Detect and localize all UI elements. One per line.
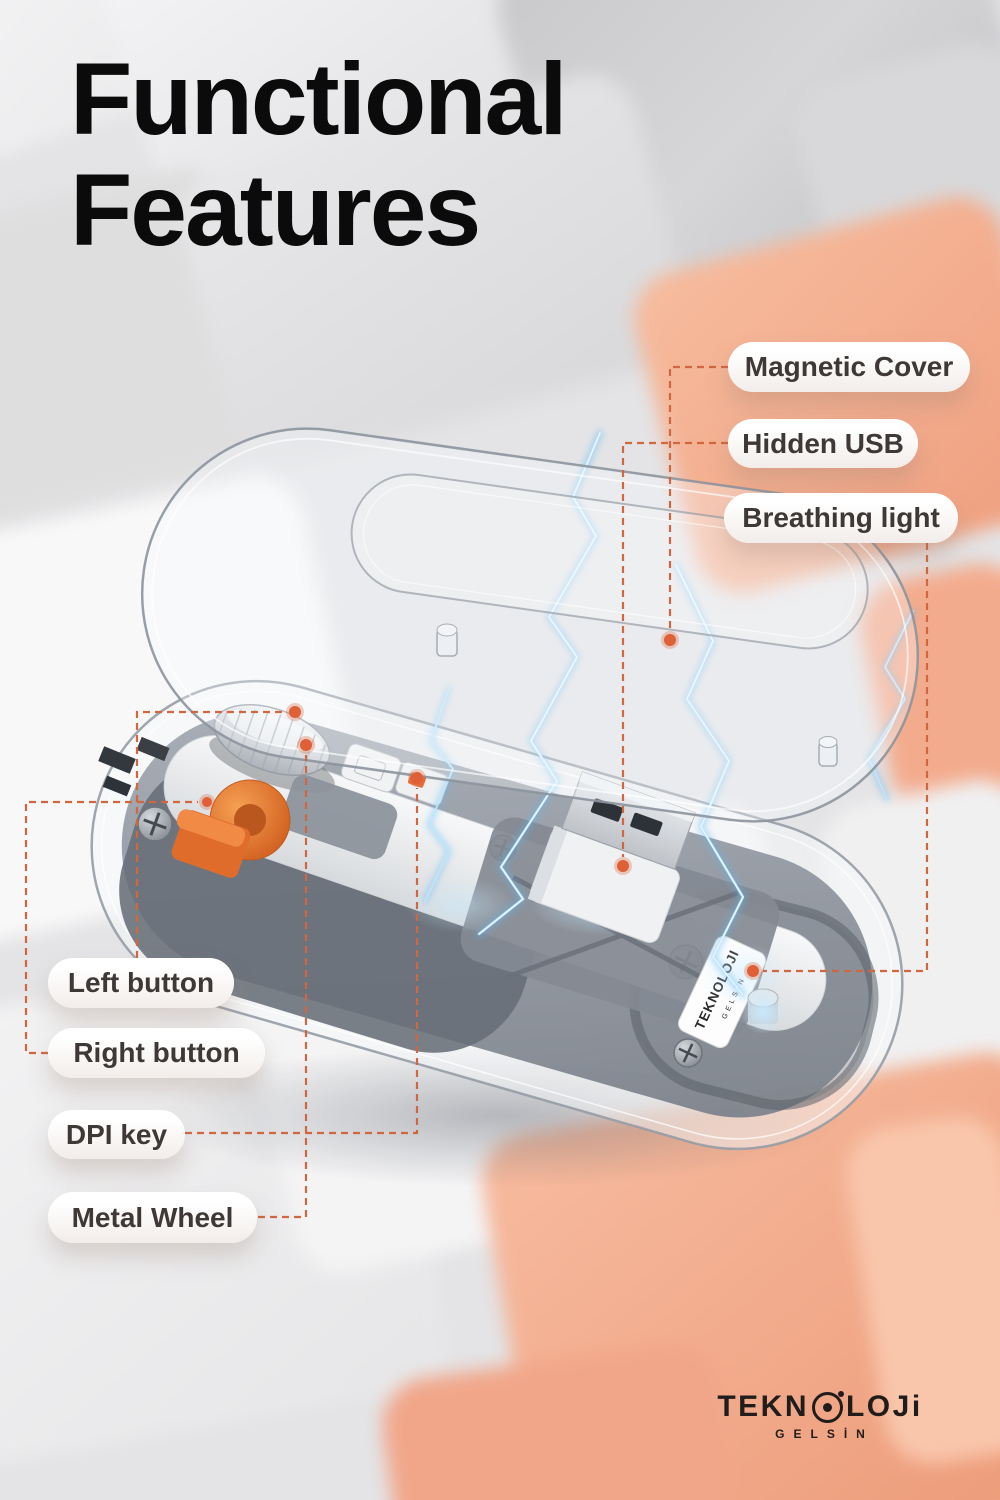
- target-dot-metal-wheel: [300, 739, 312, 751]
- callout-pill-breathing-light: Breathing light: [724, 493, 958, 543]
- brand-name-pre: TEKN: [717, 1390, 809, 1423]
- callout-label: Right button: [73, 1037, 240, 1068]
- callout-pill-magnetic-cover: Magnetic Cover: [728, 342, 970, 392]
- target-dot-breathing-light: [747, 965, 759, 977]
- cover-screw-post: [818, 736, 838, 767]
- connector-left-button: [135, 710, 286, 958]
- mouse-base: TEKNOLOJI GELSİN: [90, 679, 904, 1151]
- lightning-arc: [422, 685, 456, 904]
- phillips-screw: [137, 806, 173, 842]
- metal-scroll-wheel: [213, 704, 331, 776]
- usb-slot: [590, 798, 623, 822]
- brand-tagline: GELSİN: [775, 1427, 874, 1441]
- target-dot-left-button: [289, 706, 301, 718]
- target-dot-hidden-usb: [617, 860, 629, 872]
- blue-glow: [405, 877, 515, 933]
- page-title-line2: Features: [70, 153, 481, 268]
- callout-pill-left-button: Left button: [48, 958, 234, 1008]
- lightning-arcs: [422, 430, 916, 998]
- callout-pill-right-button: Right button: [48, 1028, 265, 1078]
- pcb-connector: [136, 736, 170, 762]
- callout-label: Breathing light: [742, 502, 940, 533]
- logo-o-icon: [811, 1390, 844, 1423]
- connector-right-button: [24, 800, 198, 1055]
- callout-label: Magnetic Cover: [744, 351, 954, 382]
- target-dot-dpi-key: [411, 772, 423, 784]
- micro-switch: [171, 809, 251, 878]
- target-dot-right-button: [202, 797, 212, 807]
- forward-button: [341, 743, 401, 793]
- phillips-screw: [673, 1038, 703, 1068]
- brand-logo-wordmark: TEKN LOJi: [717, 1390, 922, 1424]
- pcb-connector: [102, 775, 132, 797]
- connector-magnetic-cover: [668, 365, 728, 631]
- pcb-connector: [98, 746, 136, 774]
- brand-name-post: LOJi: [845, 1390, 923, 1423]
- cover-shell: [140, 427, 920, 823]
- lightning-arc: [673, 562, 746, 998]
- callout-pill-metal-wheel: Metal Wheel: [48, 1192, 257, 1243]
- callout-label: Left button: [67, 967, 215, 998]
- cover-ridge-highlight: [362, 484, 857, 639]
- cover-screw-post: [436, 623, 458, 657]
- callout-connectors: [24, 365, 929, 1219]
- target-dot-magnetic-cover: [664, 634, 676, 646]
- encoder-bracket: [280, 774, 398, 860]
- callout-label: Metal Wheel: [71, 1201, 234, 1233]
- callout-label: DPI key: [65, 1118, 168, 1150]
- page-title-line1: Functional: [70, 42, 568, 156]
- callout-label: Hidden USB: [742, 427, 904, 459]
- cover-ridge: [350, 473, 869, 650]
- lightning-arc: [866, 608, 916, 802]
- page-title: Functional Features: [70, 42, 568, 268]
- brand-logo: TEKN LOJi GELSİN: [690, 1390, 950, 1441]
- connector-dpi-key: [185, 788, 419, 1135]
- mouse-top-cover: [140, 427, 920, 823]
- callout-target-dots: [199, 631, 762, 980]
- blue-glow: [700, 943, 790, 1007]
- usb-body-shade: [527, 825, 568, 904]
- callout-pill-dpi-key: DPI key: [48, 1110, 185, 1159]
- cover-shell-highlight: [151, 437, 909, 813]
- callout-pill-hidden-usb: Hidden USB: [728, 419, 918, 468]
- lightning-arc: [476, 430, 603, 937]
- usb-slot: [630, 812, 663, 836]
- base-shell-highlight: [100, 690, 894, 1140]
- connector-metal-wheel: [258, 755, 308, 1219]
